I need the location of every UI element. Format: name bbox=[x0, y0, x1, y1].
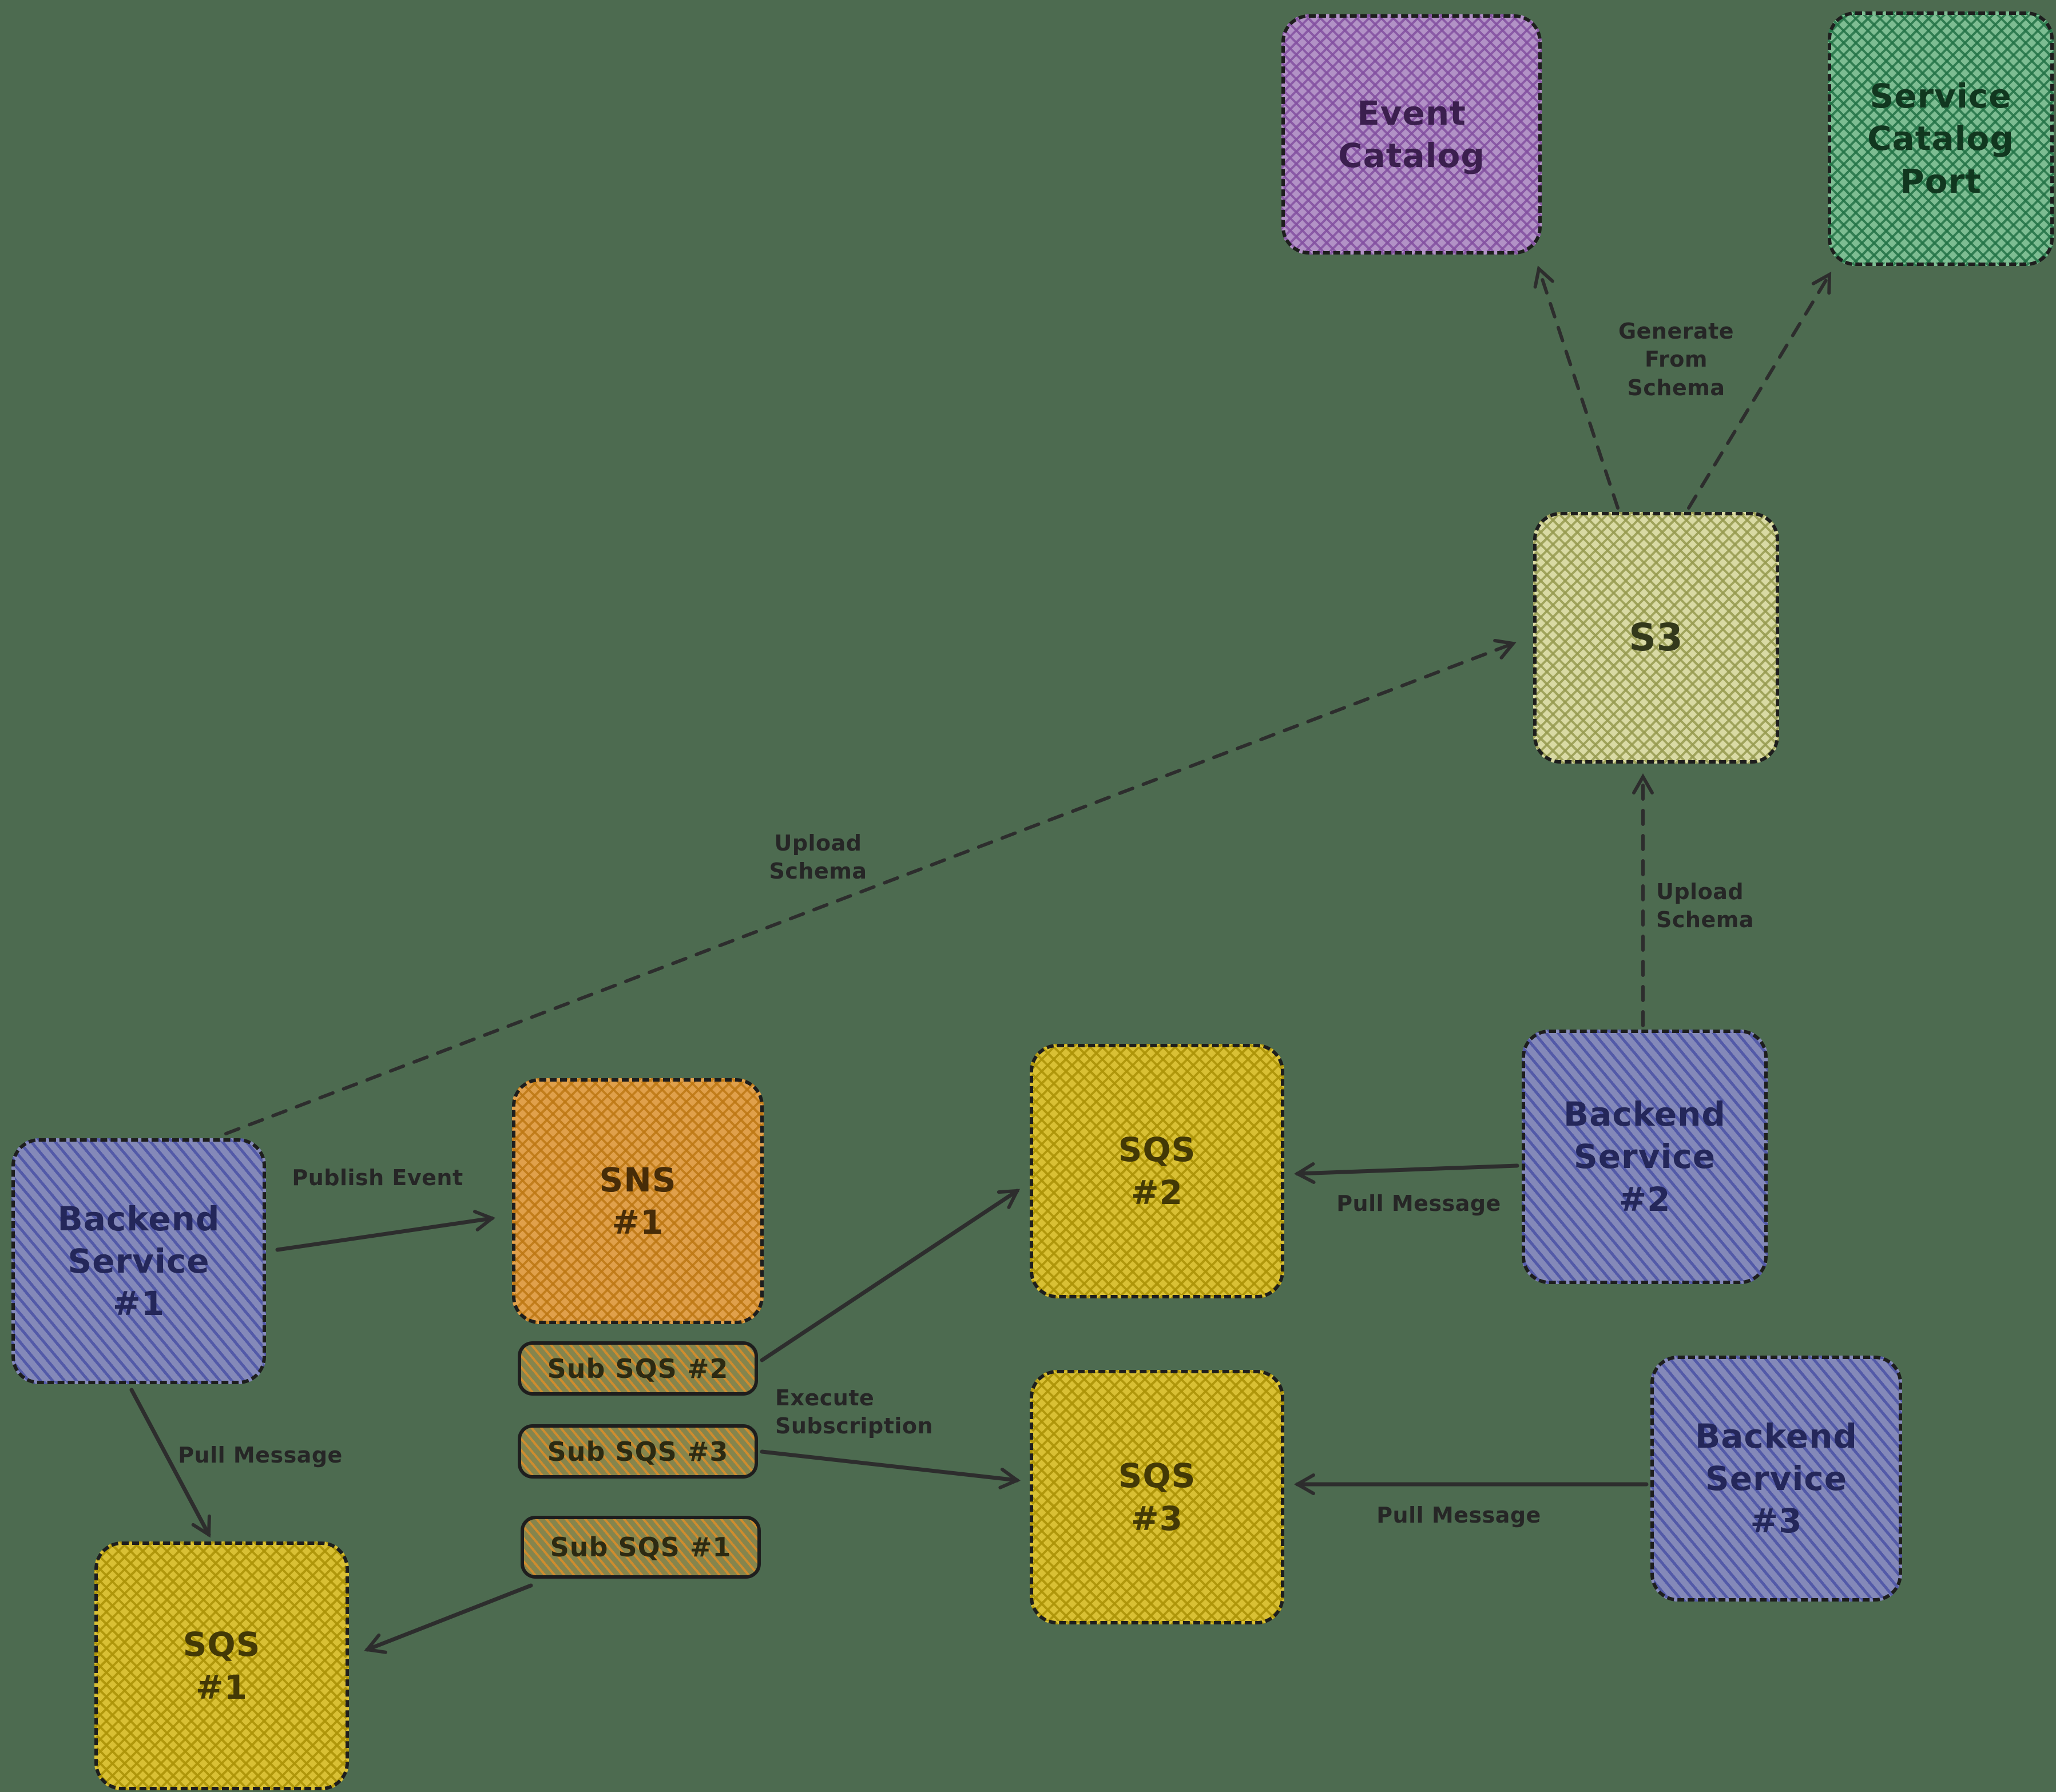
node-sub-sqs-2[interactable]: Sub SQS #2 bbox=[518, 1341, 758, 1396]
node-sub-sqs-3[interactable]: Sub SQS #3 bbox=[518, 1424, 758, 1479]
pill-label: Sub SQS #2 bbox=[547, 1353, 729, 1384]
edge-label-pull-message-1[interactable]: Pull Message bbox=[178, 1443, 343, 1468]
node-sqs-2[interactable]: SQS #2 bbox=[1030, 1044, 1284, 1298]
edge-s3-to-service-catalog-port[interactable] bbox=[1687, 271, 1832, 510]
node-label: S3 bbox=[1629, 615, 1684, 659]
edge-label-execute-subscription[interactable]: Execute Subscription bbox=[775, 1385, 934, 1439]
edge-upload-schema-1[interactable] bbox=[224, 639, 1517, 1135]
node-service-catalog-port[interactable]: Service Catalog Port bbox=[1828, 11, 2054, 266]
pill-label: Sub SQS #1 bbox=[550, 1532, 732, 1563]
edge-label-upload-schema-2[interactable]: Upload Schema bbox=[1656, 879, 1754, 933]
edge-label-generate-from-schema[interactable]: Generate From Schema bbox=[1618, 319, 1734, 400]
node-label: SNS #1 bbox=[599, 1160, 677, 1242]
edge-s3-to-event-catalog[interactable] bbox=[1533, 265, 1620, 510]
node-label: Service Catalog Port bbox=[1867, 77, 2014, 201]
edge-subsqs1-to-sqs1[interactable] bbox=[364, 1583, 533, 1654]
edge-publish-event[interactable] bbox=[275, 1210, 495, 1252]
node-label: Event Catalog bbox=[1338, 93, 1485, 175]
node-sub-sqs-1[interactable]: Sub SQS #1 bbox=[521, 1516, 761, 1579]
node-label: Backend Service #3 bbox=[1695, 1416, 1857, 1541]
edge-label-publish-event[interactable]: Publish Event bbox=[292, 1165, 463, 1190]
edge-subsqs3-to-sqs3[interactable] bbox=[760, 1449, 1021, 1489]
node-sqs-3[interactable]: SQS #3 bbox=[1030, 1370, 1284, 1624]
edge-label-pull-message-3[interactable]: Pull Message bbox=[1376, 1503, 1541, 1528]
node-label: Backend Service #1 bbox=[57, 1199, 220, 1324]
edge-label-upload-schema-1[interactable]: Upload Schema bbox=[769, 831, 867, 884]
node-s3[interactable]: S3 bbox=[1533, 512, 1779, 764]
pill-label: Sub SQS #3 bbox=[547, 1436, 729, 1467]
node-label: SQS #1 bbox=[182, 1625, 261, 1707]
edge-label-pull-message-2[interactable]: Pull Message bbox=[1336, 1191, 1501, 1216]
node-label: SQS #3 bbox=[1118, 1456, 1196, 1538]
node-backend-service-3[interactable]: Backend Service #3 bbox=[1650, 1356, 1902, 1602]
node-event-catalog[interactable]: Event Catalog bbox=[1281, 14, 1542, 255]
node-backend-service-1[interactable]: Backend Service #1 bbox=[11, 1138, 266, 1384]
node-backend-service-2[interactable]: Backend Service #2 bbox=[1522, 1030, 1768, 1284]
edge-subsqs2-to-sqs2[interactable] bbox=[760, 1189, 1021, 1362]
node-sqs-1[interactable]: SQS #1 bbox=[94, 1541, 349, 1790]
edge-backend2-to-sqs2[interactable] bbox=[1293, 1162, 1519, 1184]
edge-pull-message-1[interactable] bbox=[129, 1388, 211, 1538]
node-label: SQS #2 bbox=[1118, 1130, 1196, 1212]
node-label: Backend Service #2 bbox=[1563, 1095, 1726, 1219]
node-sns-1[interactable]: SNS #1 bbox=[512, 1078, 764, 1324]
